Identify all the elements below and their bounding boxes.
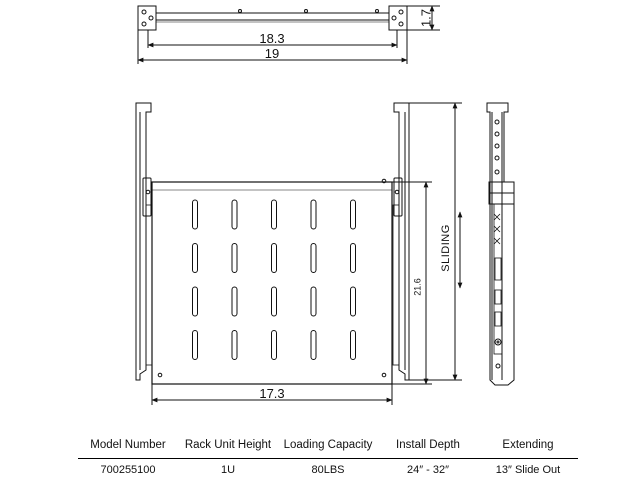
vent-slot (272, 287, 277, 316)
vent-slot (232, 200, 237, 229)
shelf-technical-drawing: 18.3 19 1.7 17 (0, 0, 640, 425)
spec-value-loading-capacity: 80LBS (278, 459, 378, 481)
vent-slot (311, 200, 316, 229)
vent-slot (351, 331, 356, 360)
front-view-right-rail (394, 103, 409, 380)
spec-header-install-depth: Install Depth (378, 432, 478, 459)
vent-slot (311, 331, 316, 360)
vent-slot (193, 244, 198, 273)
spec-value-install-depth: 24″ - 32″ (378, 459, 478, 481)
vent-slot (311, 287, 316, 316)
vent-slot (272, 200, 277, 229)
top-view (138, 6, 440, 64)
vent-slot (351, 200, 356, 229)
spec-value-model-number: 700255100 (78, 459, 178, 481)
vent-slot (232, 244, 237, 273)
vent-slot (232, 331, 237, 360)
vent-slot (193, 200, 198, 229)
spec-header-loading-capacity: Loading Capacity (278, 432, 378, 459)
front-view-tray-depth-label: 21.6 (412, 278, 422, 296)
front-view (136, 103, 462, 405)
front-view-tray-width-label: 17.3 (259, 386, 284, 401)
table-row: 700255100 1U 80LBS 24″ - 32″ 13″ Slide O… (78, 459, 578, 481)
vent-slot (232, 287, 237, 316)
top-view-hole (392, 16, 396, 20)
top-view-outer-width-label: 19 (265, 46, 279, 61)
top-view-hole (399, 10, 403, 14)
vent-slot (311, 244, 316, 273)
front-view-vent-grid (193, 200, 356, 360)
vent-slot (351, 287, 356, 316)
vent-slot (272, 331, 277, 360)
top-view-hole (149, 16, 153, 20)
spec-header-model-number: Model Number (78, 432, 178, 459)
front-view-left-rail (136, 103, 151, 380)
top-view-height-label: 1.7 (418, 9, 433, 27)
side-view (487, 103, 514, 385)
spec-table-header-row: Model Number Rack Unit Height Loading Ca… (78, 432, 578, 459)
vent-slot (272, 244, 277, 273)
vent-slot (193, 287, 198, 316)
top-view-hole (399, 22, 403, 26)
front-view-sliding-label: SLIDING (440, 224, 452, 272)
top-view-hole (142, 10, 146, 14)
top-view-hole (142, 22, 146, 26)
spec-value-extending: 13″ Slide Out (478, 459, 578, 481)
spec-header-extending: Extending (478, 432, 578, 459)
top-view-inner-width-label: 18.3 (259, 31, 284, 46)
specification-table: Model Number Rack Unit Height Loading Ca… (78, 432, 578, 481)
spec-header-rack-unit-height: Rack Unit Height (178, 432, 278, 459)
spec-value-rack-unit-height: 1U (178, 459, 278, 481)
vent-slot (351, 244, 356, 273)
vent-slot (193, 331, 198, 360)
